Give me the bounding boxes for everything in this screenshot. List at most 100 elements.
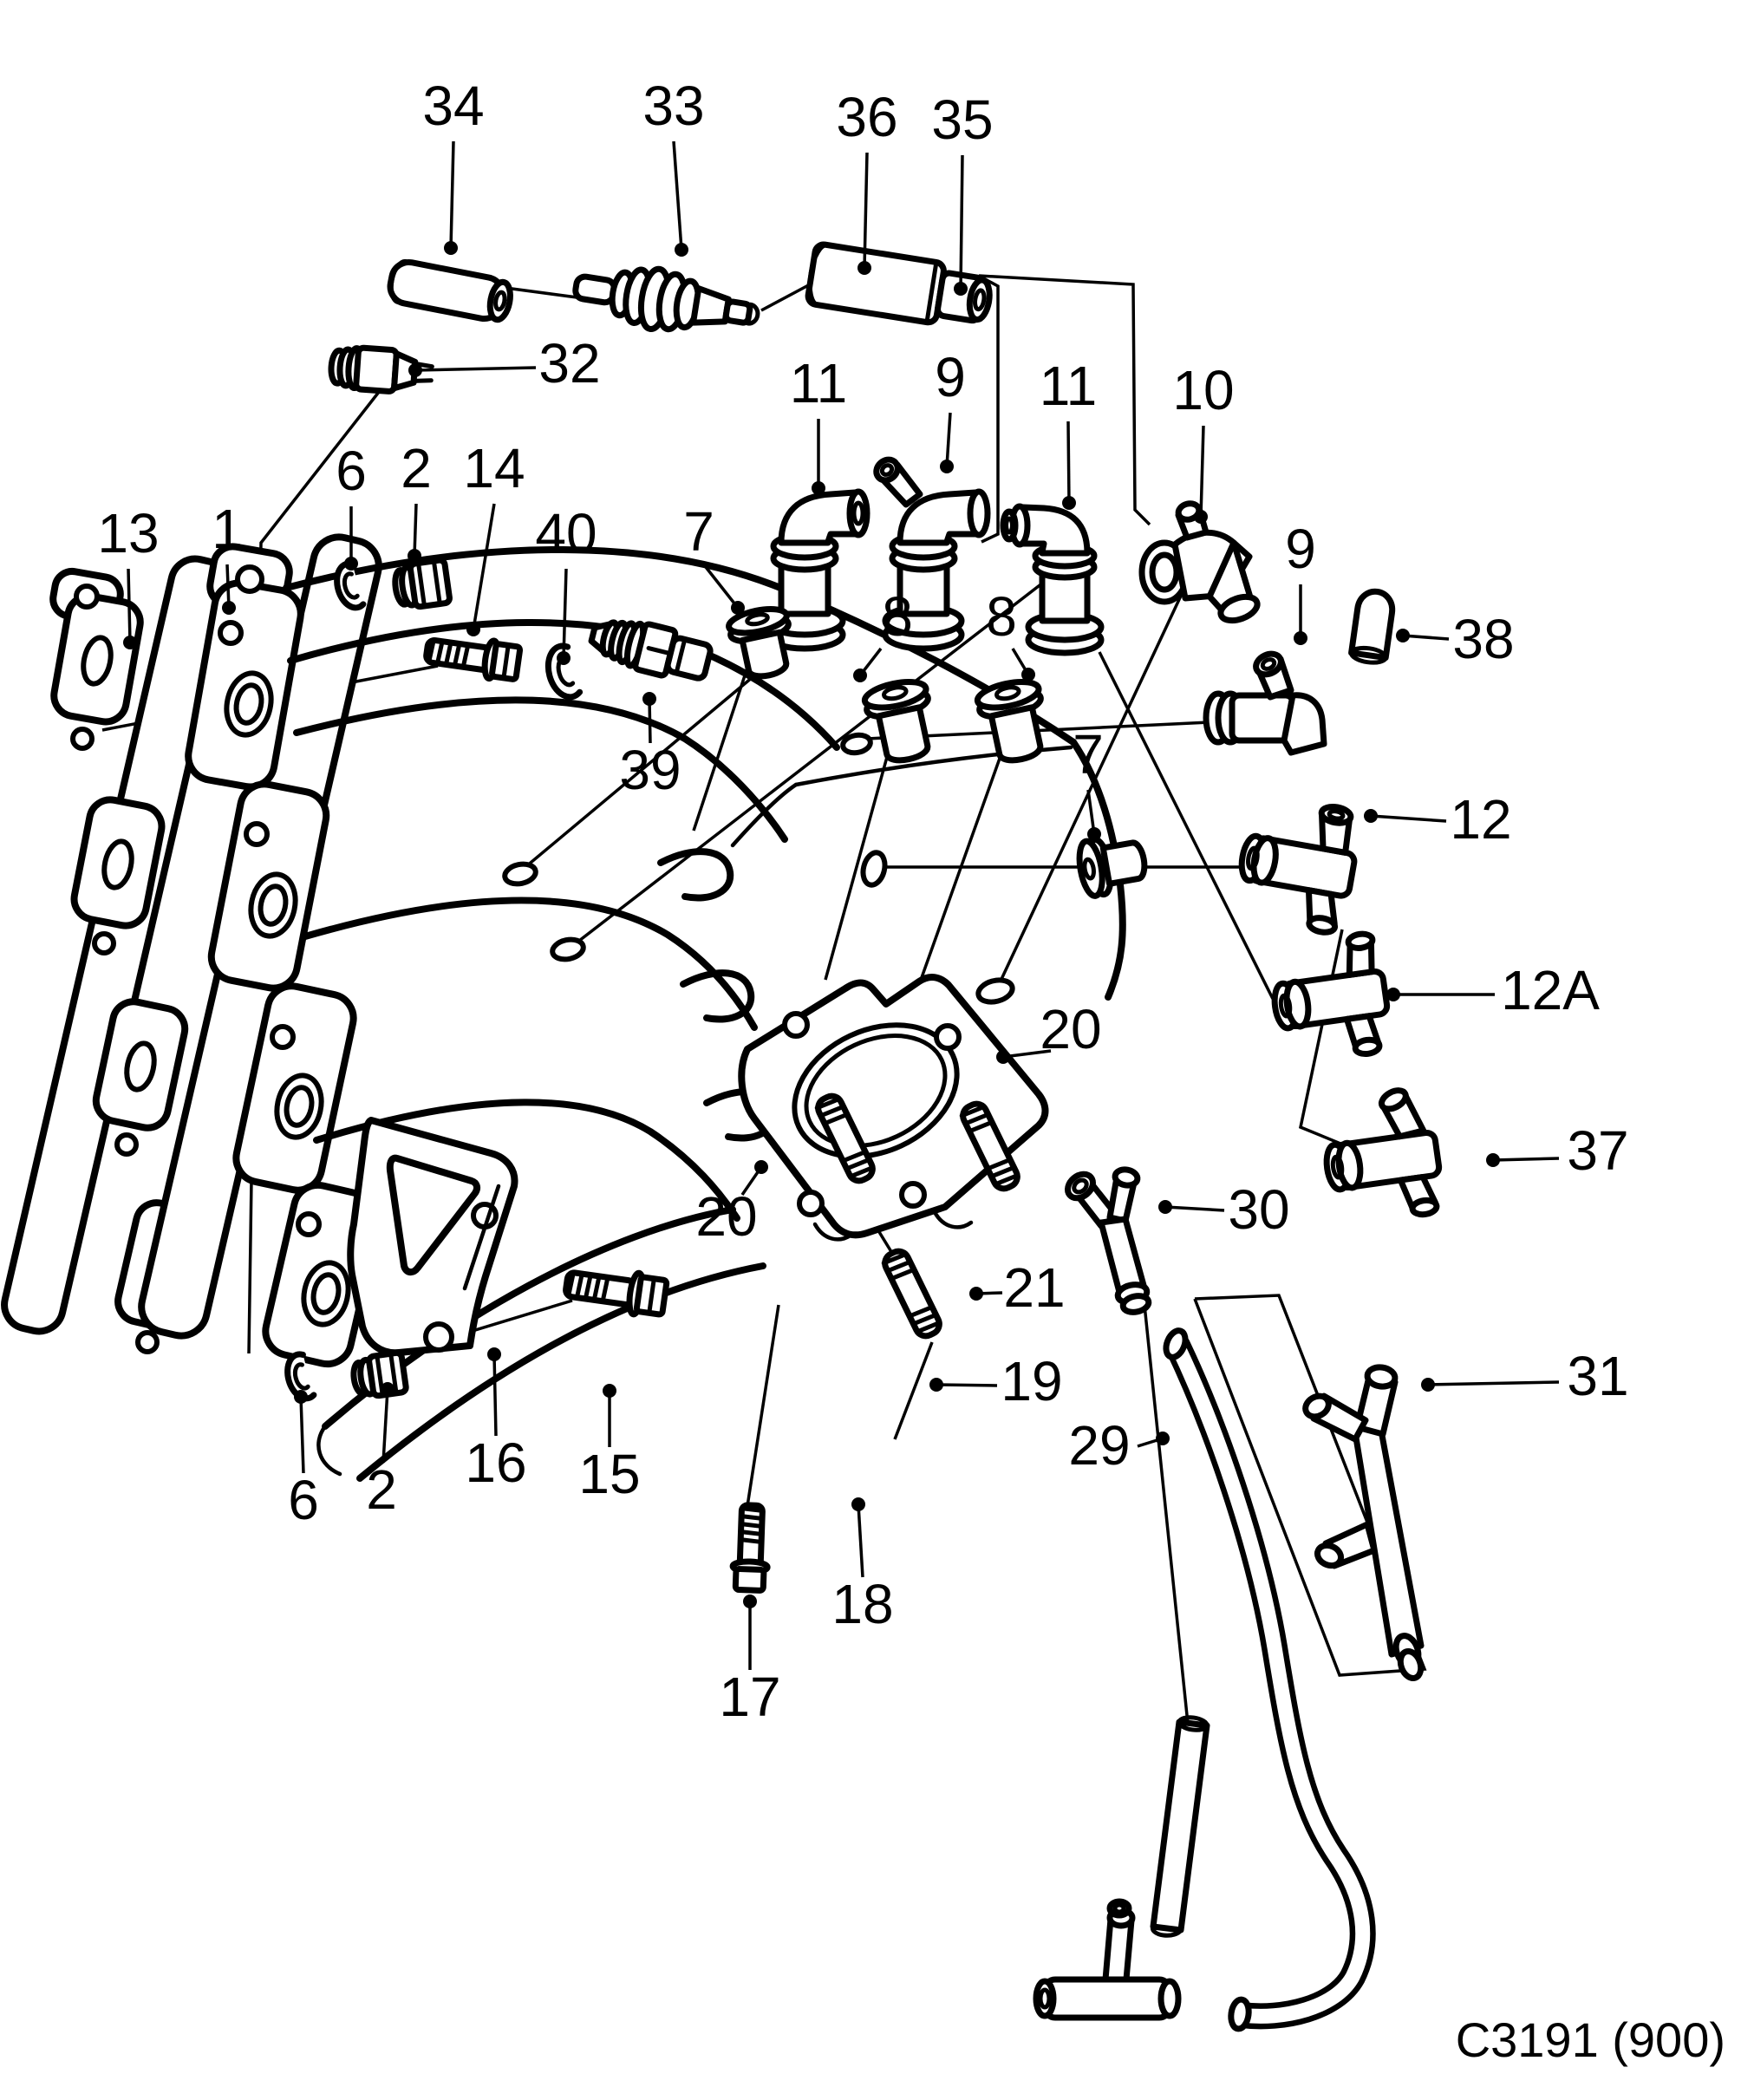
part-bolt-14 xyxy=(423,636,524,682)
callout-dot-15 xyxy=(603,1384,616,1398)
part-sleeve-29 xyxy=(1150,1715,1210,1938)
callout-dot-10 xyxy=(1194,510,1208,524)
callout-13: 13 xyxy=(97,502,160,649)
callout-label-6a: 6 xyxy=(336,440,367,502)
part-wye-hose-31 xyxy=(1302,1364,1425,1681)
part-bolt-17 xyxy=(729,1502,771,1594)
callout-dot-11a xyxy=(812,481,825,495)
callout-label-32: 32 xyxy=(538,332,600,395)
callout-dot-17 xyxy=(743,1595,757,1608)
part-bushing-8a xyxy=(861,678,931,764)
figure-code: C3191 (900) xyxy=(1456,2012,1725,2067)
callout-label-36: 36 xyxy=(836,86,897,148)
callout-label-18: 18 xyxy=(831,1573,893,1635)
callout-12: 12 xyxy=(1364,788,1512,851)
part-tee-bottom xyxy=(1033,1898,1182,2021)
callout-dot-2b xyxy=(381,1382,394,1396)
callout-14: 14 xyxy=(463,437,525,636)
callout-36: 36 xyxy=(836,86,898,275)
callout-dot-16 xyxy=(487,1347,501,1361)
callout-11a: 11 xyxy=(790,352,847,495)
callout-dot-38 xyxy=(1396,629,1410,642)
callout-label-15: 15 xyxy=(578,1443,640,1505)
callout-40: 40 xyxy=(535,502,597,665)
callout-29: 29 xyxy=(1068,1414,1170,1477)
callout-dot-37 xyxy=(1486,1153,1500,1167)
callout-dot-2a xyxy=(408,549,421,563)
callout-label-11a: 11 xyxy=(790,352,847,414)
callout-dot-29 xyxy=(1156,1432,1170,1445)
callout-dot-40 xyxy=(557,651,571,665)
callout-8b: 8 xyxy=(986,585,1035,682)
callout-label-12a: 12A xyxy=(1501,959,1600,1021)
part-grommet-7b xyxy=(1076,836,1148,899)
callout-11b: 11 xyxy=(1040,355,1097,510)
callout-label-7a: 7 xyxy=(683,500,714,563)
part-stud-21 xyxy=(881,1248,942,1340)
callout-dot-13 xyxy=(123,636,137,649)
callout-39: 39 xyxy=(619,692,681,801)
callout-label-2a: 2 xyxy=(401,437,432,499)
callout-8a: 8 xyxy=(853,585,913,682)
callout-16: 16 xyxy=(465,1347,527,1494)
callout-dot-35 xyxy=(954,282,968,296)
callout-label-33: 33 xyxy=(642,75,704,137)
callout-label-30: 30 xyxy=(1228,1178,1289,1241)
callout-dot-34 xyxy=(444,241,458,255)
callout-label-19: 19 xyxy=(1001,1350,1062,1412)
callout-2b: 2 xyxy=(366,1382,397,1521)
callout-dot-14 xyxy=(466,623,480,636)
part-cap-38 xyxy=(1348,588,1396,665)
part-tee-12a xyxy=(1271,930,1391,1058)
callout-dot-19 xyxy=(929,1378,943,1392)
callout-dot-11b xyxy=(1062,496,1076,510)
callout-label-40: 40 xyxy=(535,502,597,564)
callout-19: 19 xyxy=(929,1350,1063,1412)
callout-label-35: 35 xyxy=(931,88,993,151)
callout-dot-12 xyxy=(1364,809,1378,823)
callout-9a: 9 xyxy=(935,346,966,473)
callout-label-2b: 2 xyxy=(366,1458,397,1521)
part-bushing-8b xyxy=(974,678,1044,764)
part-elbow-9b xyxy=(1203,650,1327,756)
callout-dot-31 xyxy=(1421,1378,1435,1392)
callout-6a: 6 xyxy=(336,440,367,571)
callout-20b: 20 xyxy=(996,998,1102,1064)
part-gasket-13 xyxy=(1,555,233,1354)
part-throttle-flange xyxy=(738,974,1049,1242)
callout-label-8b: 8 xyxy=(986,585,1017,648)
callout-label-31: 31 xyxy=(1567,1345,1628,1407)
callout-dot-9b xyxy=(1294,631,1307,645)
callout-17: 17 xyxy=(719,1595,781,1728)
callout-35: 35 xyxy=(931,88,994,296)
callout-label-7b: 7 xyxy=(1073,723,1104,786)
part-elbow-10 xyxy=(1138,500,1261,624)
callout-dot-20b xyxy=(996,1050,1010,1064)
callout-34: 34 xyxy=(422,75,485,255)
part-plug-2a xyxy=(392,557,453,610)
callout-label-20b: 20 xyxy=(1040,998,1101,1060)
callout-9b: 9 xyxy=(1285,518,1316,645)
part-stud-20-right xyxy=(959,1100,1020,1192)
callout-label-9a: 9 xyxy=(935,346,966,408)
callout-label-8a: 8 xyxy=(882,585,913,648)
part-grommet-7a xyxy=(726,606,792,680)
callout-dot-20a xyxy=(754,1160,768,1174)
callout-2a: 2 xyxy=(401,437,432,563)
part-hose-34 xyxy=(387,258,513,323)
part-manifold-body xyxy=(283,546,1126,1482)
callout-dot-7b xyxy=(1087,827,1101,841)
part-tee-37 xyxy=(1323,1087,1443,1218)
assembly-lines xyxy=(101,274,1427,1725)
callout-21: 21 xyxy=(969,1256,1066,1319)
callout-dot-9a xyxy=(940,460,954,473)
callout-12a: 12A xyxy=(1386,959,1600,1021)
part-stud-20-left xyxy=(814,1092,876,1184)
part-tee-12 xyxy=(1238,804,1358,936)
part-connector-33 xyxy=(572,265,760,333)
part-elbow-11b xyxy=(1000,503,1105,656)
part-valve-36-35 xyxy=(805,241,993,326)
callout-label-10: 10 xyxy=(1172,359,1234,421)
callout-label-20a: 20 xyxy=(695,1185,757,1248)
